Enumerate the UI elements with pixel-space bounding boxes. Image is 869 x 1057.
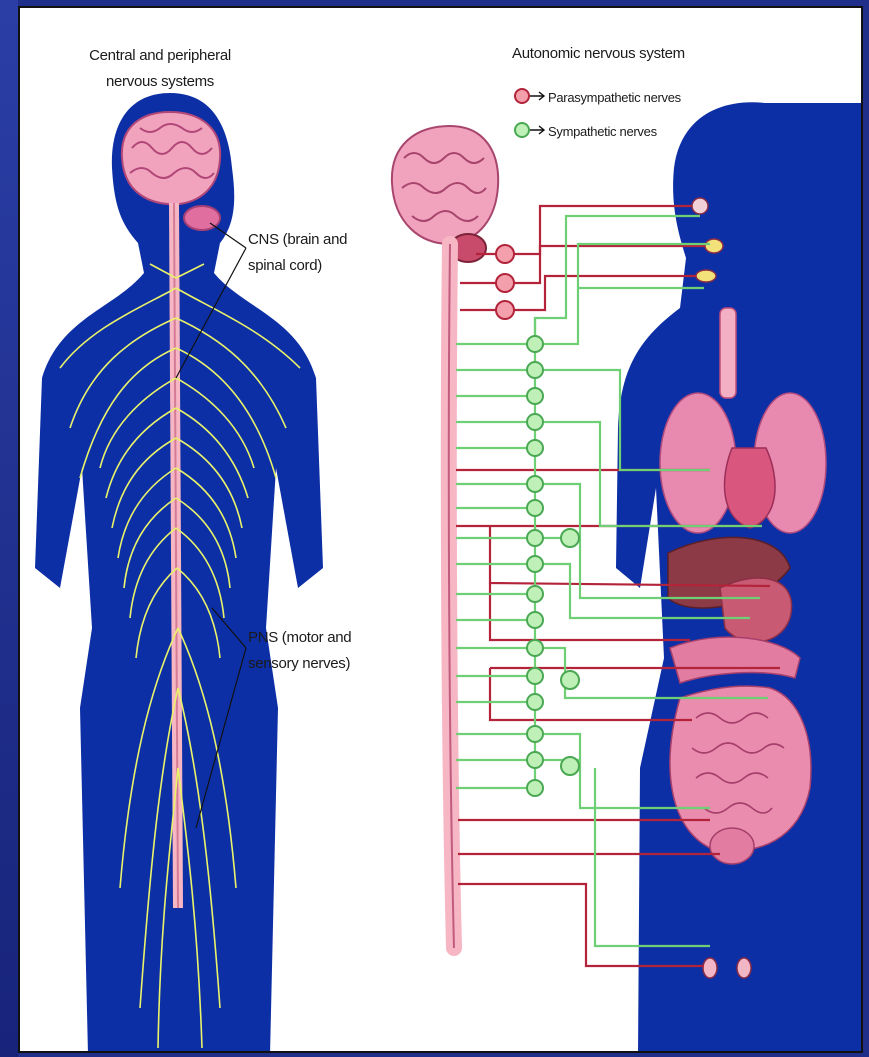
cns-label-line1: CNS (brain and [248,230,347,249]
diagram-canvas [20,8,863,1053]
parasympathetic-ganglia [496,245,514,319]
left-title-line1: Central and peripheral [60,46,260,65]
figure-panel: Central and peripheral nervous systems C… [18,6,863,1053]
pns-label-line2: sensory nerves) [248,654,350,673]
right-title: Autonomic nervous system [512,44,685,63]
legend-sympathetic-marker [515,123,544,137]
right-spinal-cord [449,244,454,948]
left-title-line2: nervous systems [60,72,260,91]
cns-label-line2: spinal cord) [248,256,322,275]
legend-parasympathetic-marker [515,89,544,103]
legend-parasympathetic-label: Parasympathetic nerves [548,88,681,107]
pns-label-line1: PNS (motor and [248,628,351,647]
slide-edge [0,0,18,1057]
legend-sympathetic-label: Sympathetic nerves [548,122,657,141]
